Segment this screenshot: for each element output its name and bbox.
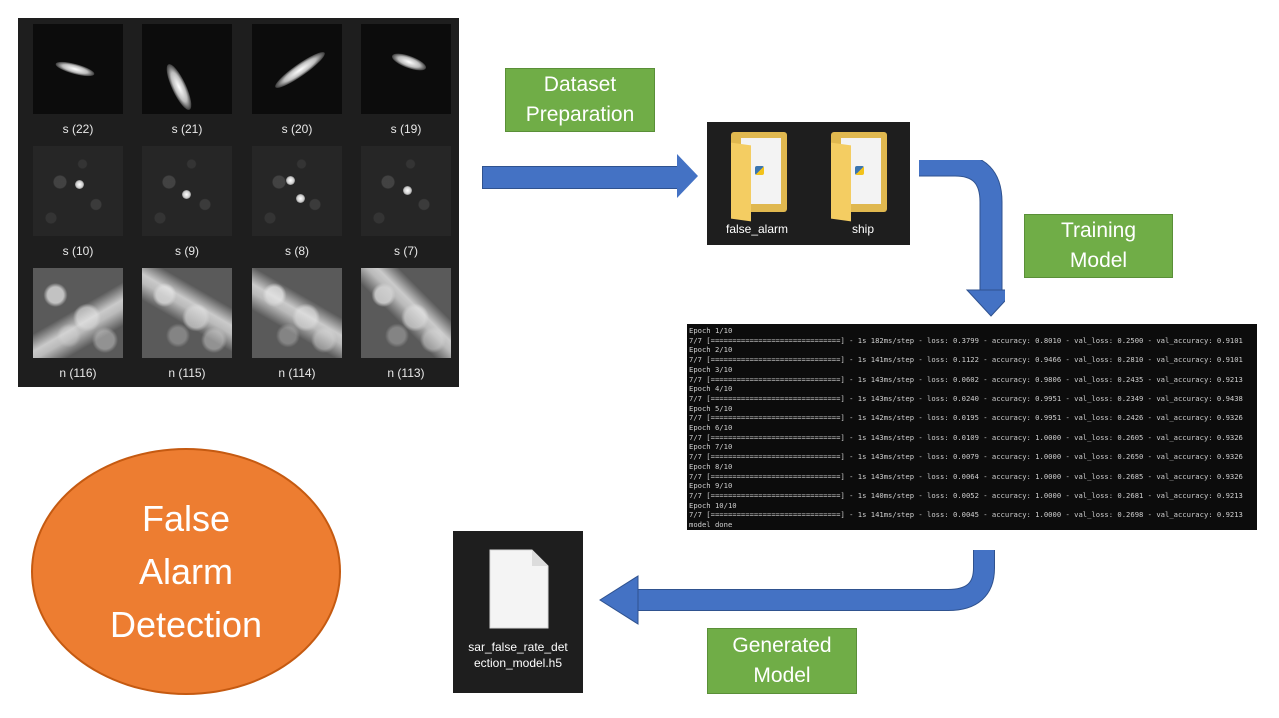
- diagram-title: False Alarm Detection: [109, 498, 263, 645]
- thumbnail-label: s (9): [175, 244, 199, 258]
- console-line: Epoch 7/10: [689, 442, 733, 452]
- dataset-folders-panel: false_alarm ship: [707, 122, 910, 245]
- thumbnail-label: n (116): [59, 366, 97, 380]
- thumbnail-label: n (113): [387, 366, 425, 380]
- console-line: Epoch 10/10: [689, 500, 737, 510]
- bright-point: [403, 186, 412, 195]
- console-line: Epoch 8/10: [689, 461, 733, 471]
- console-line: 7/7 [==============================] - 1…: [689, 393, 1243, 403]
- clutter-band: [33, 275, 123, 358]
- bright-point: [296, 194, 305, 203]
- arrow-to-model: [599, 550, 995, 625]
- python-file-icon: [755, 166, 764, 175]
- arrow-to-folders-head: [677, 154, 698, 198]
- thumbnail-label: s (8): [285, 244, 309, 258]
- ship-signature: [54, 58, 96, 80]
- training-model-label: Training Model: [1024, 214, 1173, 278]
- console-line: Epoch 1/10: [689, 326, 733, 335]
- clutter-band: [361, 268, 451, 358]
- generated-model-label: Generated Model: [707, 628, 857, 694]
- console-line: 7/7 [==============================] - 1…: [689, 471, 1243, 481]
- bright-point: [286, 176, 295, 185]
- thumbnail-label: s (10): [62, 244, 94, 258]
- sar-image-thumbnail[interactable]: [33, 268, 123, 358]
- python-file-icon: [855, 166, 864, 175]
- sar-image-thumbnail[interactable]: [252, 146, 342, 236]
- sar-image-thumbnail[interactable]: [252, 24, 342, 114]
- thumbnail-label: s (21): [171, 122, 203, 136]
- console-line: 7/7 [==============================] - 1…: [689, 432, 1243, 442]
- thumbnail-label: s (7): [394, 244, 418, 258]
- clutter-band: [142, 268, 232, 358]
- console-line: Epoch 9/10: [689, 481, 733, 491]
- thumbnail-label: s (22): [62, 122, 94, 136]
- arrow-to-training: [919, 160, 1005, 317]
- sample-thumbnail-grid: s (22) s (21) s (20) s (19) s (10) s (9) s (8)…: [18, 18, 459, 387]
- bright-point: [182, 190, 191, 199]
- folder-label-ship: ship: [851, 222, 874, 236]
- console-line: 7/7 [==============================] - 1…: [689, 355, 1243, 365]
- sar-image-thumbnail[interactable]: [142, 146, 232, 236]
- thumbnail-label: s (20): [281, 122, 313, 136]
- ship-signature: [162, 61, 196, 113]
- document-icon[interactable]: [486, 548, 550, 630]
- console-line: model done: [689, 520, 733, 529]
- sar-image-thumbnail[interactable]: [142, 24, 232, 114]
- sar-image-thumbnail[interactable]: [142, 268, 232, 358]
- folder-icon-ship[interactable]: [831, 132, 887, 222]
- model-file-panel: sar_false_rate_det ection_model.h5: [453, 531, 583, 693]
- folder-label-false-alarm: false_alarm: [725, 222, 789, 236]
- console-line: Epoch 3/10: [689, 364, 733, 374]
- model-file-name: sar_false_rate_det ection_model.h5: [468, 640, 568, 670]
- clutter-band: [252, 268, 342, 358]
- console-line: 7/7 [==============================] - 1…: [689, 490, 1243, 500]
- sar-image-thumbnail[interactable]: [33, 24, 123, 114]
- console-line: 7/7 [==============================] - 1…: [689, 413, 1243, 423]
- console-line: 7/7 [==============================] - 1…: [689, 374, 1243, 384]
- sar-image-thumbnail[interactable]: [252, 268, 342, 358]
- folder-icon-false-alarm[interactable]: [731, 132, 787, 222]
- console-line: 7/7 [==============================] - 1…: [689, 335, 1243, 345]
- bright-point: [75, 180, 84, 189]
- thumbnail-label: s (19): [390, 122, 422, 136]
- thumbnail-label: n (115): [168, 366, 206, 380]
- console-line: Epoch 6/10: [689, 423, 733, 432]
- dataset-preparation-label: Dataset Preparation: [505, 68, 655, 132]
- ship-signature: [271, 47, 329, 93]
- title-ellipse: False Alarm Detection: [31, 448, 341, 695]
- console-line: 7/7 [==============================] - 1…: [689, 452, 1243, 462]
- thumbnail-label: n (114): [278, 366, 316, 380]
- sar-image-thumbnail[interactable]: [361, 268, 451, 358]
- sar-image-thumbnail[interactable]: [33, 146, 123, 236]
- console-line: Epoch 2/10: [689, 345, 733, 355]
- ship-signature: [390, 50, 428, 74]
- console-line: Epoch 4/10: [689, 384, 733, 394]
- arrow-to-folders: [482, 166, 680, 189]
- sar-image-thumbnail[interactable]: [361, 24, 451, 114]
- console-line: 7/7 [==============================] - 1…: [689, 510, 1243, 520]
- sar-image-thumbnail[interactable]: [361, 146, 451, 236]
- console-line: Epoch 5/10: [689, 403, 733, 413]
